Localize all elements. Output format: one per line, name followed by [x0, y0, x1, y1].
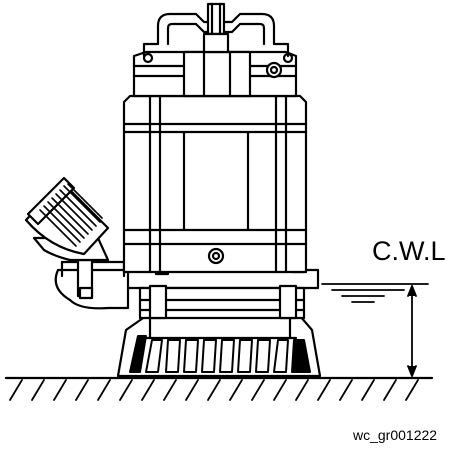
- water-level-label: C.W.L: [372, 236, 446, 266]
- strainer-base: [116, 314, 322, 378]
- hose-coupling: [24, 176, 110, 256]
- drain-plug: [207, 247, 225, 265]
- water-level-indicator: [321, 283, 429, 377]
- discharge-elbow: [24, 176, 130, 310]
- ground-hatching: [9, 379, 419, 401]
- figure-id: wc_gr001222: [353, 427, 438, 443]
- strainer-slots: [129, 335, 311, 373]
- oil-plug: [265, 61, 283, 79]
- top-cover: [132, 50, 298, 98]
- ground: [4, 376, 434, 401]
- motor-housing: [122, 94, 308, 274]
- lifting-handle: [142, 2, 290, 58]
